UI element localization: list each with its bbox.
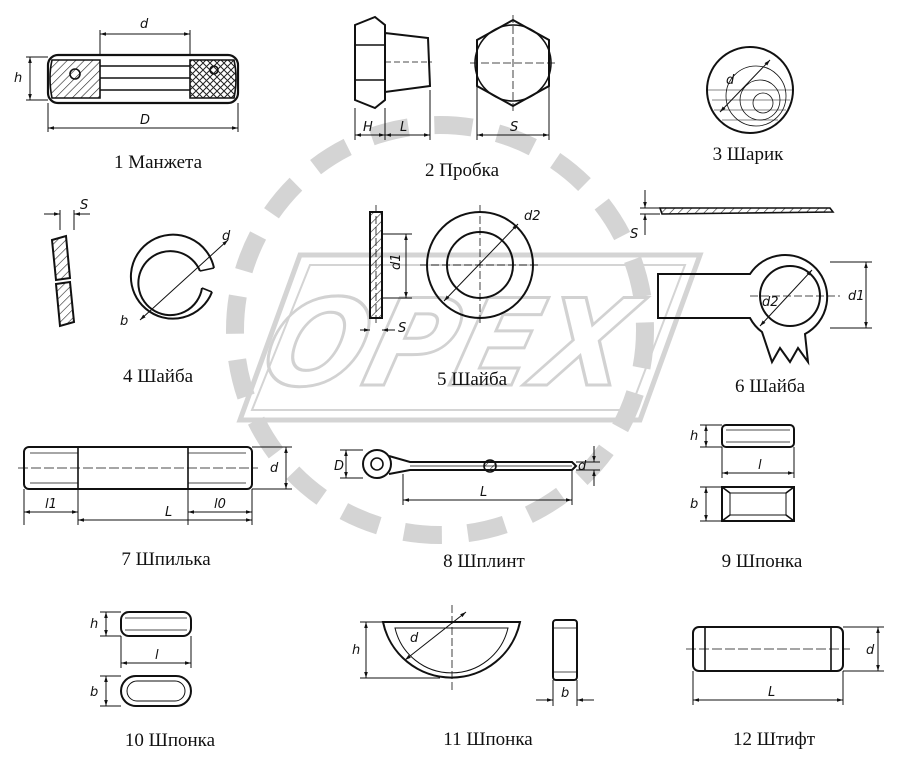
flat-washer-dim-d2: d2 [524, 209, 541, 224]
spring-washer-drawing [44, 210, 229, 328]
caption-plug: 2 Пробка [424, 160, 500, 181]
caption-woodruff-key: 11 Шпонка [443, 729, 533, 750]
dowel-pin-drawing [686, 626, 884, 705]
caption-key-9: 9 Шпонка [721, 551, 803, 572]
dowel-pin-dim-L: L [768, 685, 775, 700]
spring-washer-dim-S: S [80, 198, 88, 213]
key-9-drawing [700, 424, 795, 522]
cuff-dim-D: D [140, 113, 150, 128]
caption-spring-washer: 4 Шайба [122, 366, 194, 387]
spring-washer-dim-b: b [120, 314, 128, 329]
woodruff-key-dim-d: d [410, 631, 419, 646]
flat-washer-drawing [360, 205, 540, 332]
stud-dim-l1: l1 [45, 497, 57, 512]
key-9-dim-l: l [758, 458, 762, 473]
woodruff-key-dim-h: h [352, 643, 360, 658]
caption-stud: 7 Шпилька [121, 549, 211, 570]
flat-washer-dim-d1: d1 [389, 253, 404, 270]
plug-dim-H: H [363, 120, 373, 135]
key-10-dim-h: h [90, 617, 98, 632]
caption-flat-washer: 5 Шайба [436, 369, 508, 390]
woodruff-key-drawing [360, 605, 594, 706]
caption-key-10: 10 Шпонка [124, 730, 216, 751]
cotter-pin-dim-d: d [578, 459, 587, 474]
stud-dim-l0: l0 [214, 497, 226, 512]
plug-dim-S: S [510, 120, 518, 135]
gear-watermark-icon [226, 116, 704, 544]
cuff-dim-h: h [14, 71, 22, 86]
cuff-dim-d: d [140, 17, 149, 32]
caption-tab-washer: 6 Шайба [734, 376, 806, 397]
cotter-pin-drawing [340, 446, 600, 505]
tab-washer-dim-S: S [630, 227, 638, 242]
caption-cuff: 1 Манжета [113, 152, 203, 173]
dowel-pin-dim-d: d [866, 643, 875, 658]
tab-washer-dim-d2: d2 [762, 295, 779, 310]
caption-dowel-pin: 12 Штифт [732, 729, 816, 750]
caption-ball: 3 Шарик [712, 144, 784, 165]
stud-dim-L: L [165, 505, 172, 520]
ball-drawing [706, 46, 794, 134]
key-10-dim-l: l [155, 648, 159, 663]
stud-dim-d: d [270, 461, 279, 476]
watermark-text: OPEX [250, 274, 654, 414]
cotter-pin-dim-L: L [480, 485, 487, 500]
caption-cotter-pin: 8 Шплинт [443, 551, 525, 572]
woodruff-key-dim-b: b [561, 686, 569, 701]
cuff-drawing [26, 30, 240, 132]
ball-dim-d: d [726, 73, 735, 88]
plug-drawing [354, 15, 556, 140]
cotter-pin-dim-D: D [334, 459, 344, 474]
tab-washer-dim-d1: d1 [848, 289, 865, 304]
tab-washer-drawing [640, 190, 872, 366]
key-10-dim-b: b [90, 685, 98, 700]
key-10-drawing [100, 611, 192, 707]
flat-washer-dim-S: S [398, 321, 406, 336]
key-9-dim-h: h [690, 429, 698, 444]
plug-dim-L: L [400, 120, 407, 135]
stud-drawing [18, 446, 292, 525]
spring-washer-dim-d: d [222, 229, 231, 244]
key-9-dim-b: b [690, 497, 698, 512]
